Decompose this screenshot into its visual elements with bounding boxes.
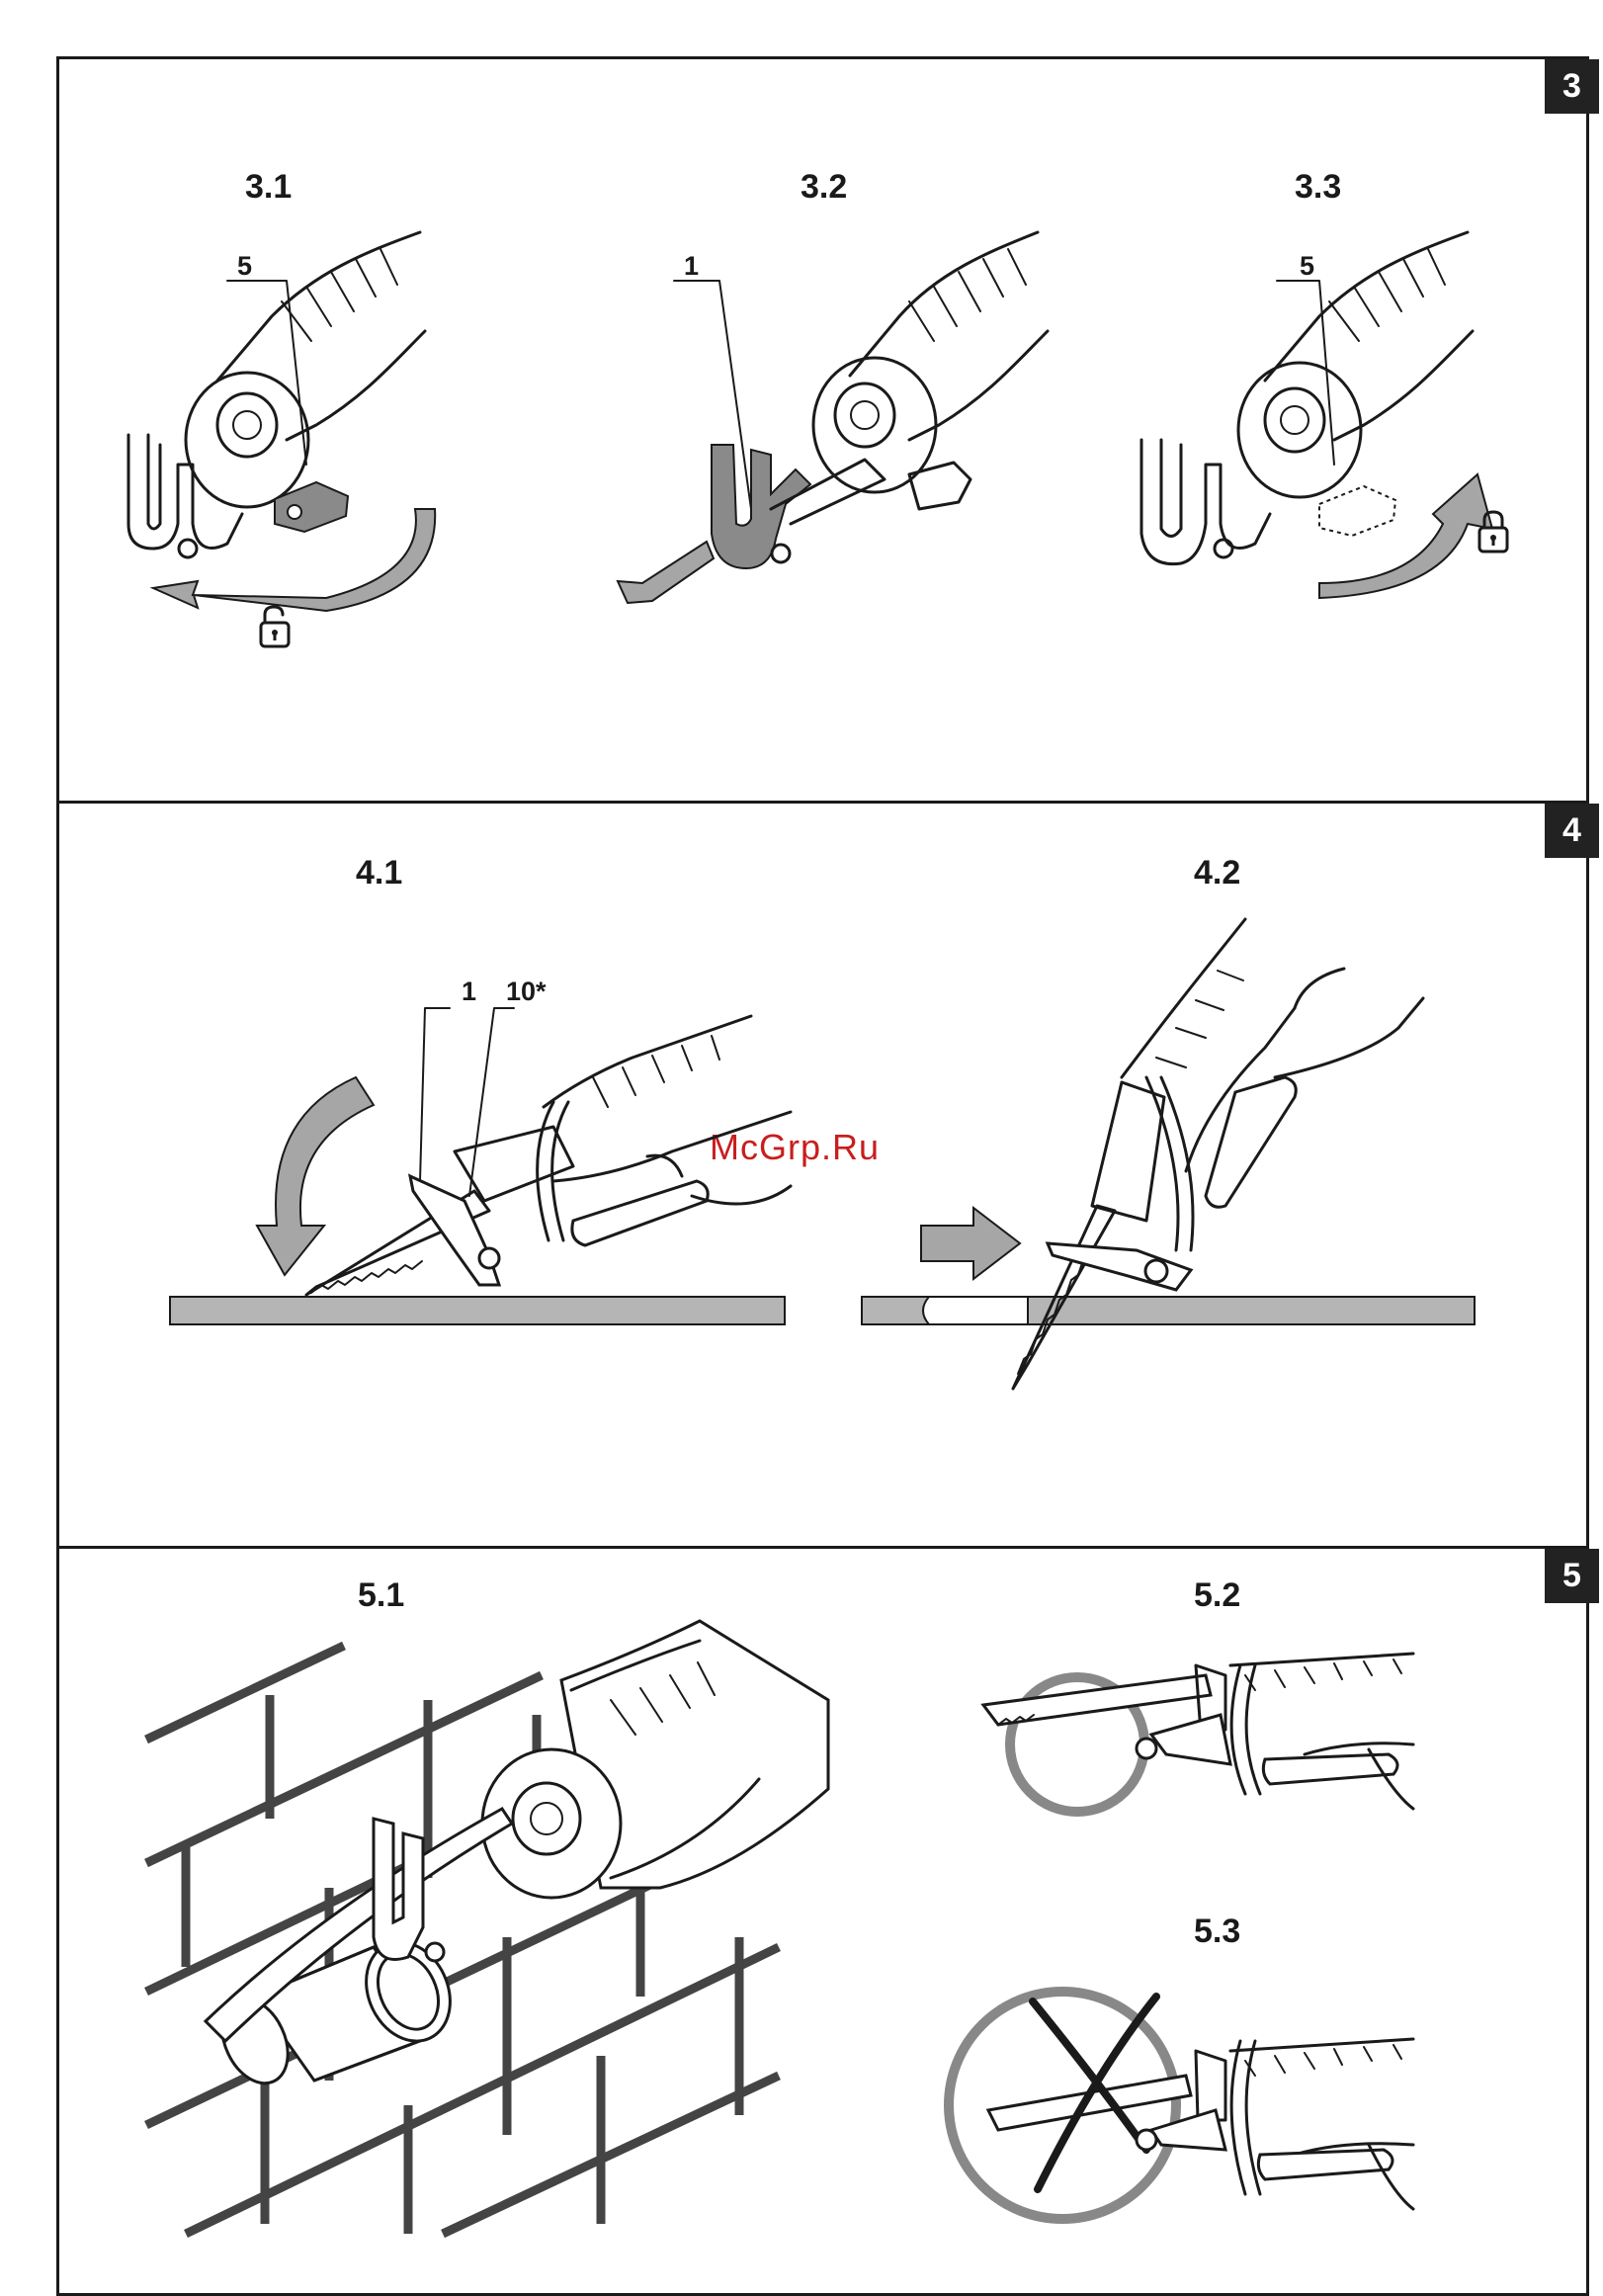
figure-label-5-3: 5.3	[1194, 1913, 1240, 1951]
figure-label-3-1: 3.1	[245, 168, 292, 207]
figure-5-3-illustration	[939, 1982, 1433, 2258]
figure-label-5-2: 5.2	[1194, 1576, 1240, 1615]
figure-5-1-illustration	[146, 1641, 828, 2253]
section-badge-5: 5	[1545, 1549, 1599, 1603]
figure-3-2-illustration	[613, 227, 1057, 623]
figure-3-3-illustration	[1127, 227, 1522, 623]
figure-3-1-illustration	[99, 227, 455, 662]
unlock-icon	[259, 605, 293, 650]
figure-label-3-2: 3.2	[801, 168, 847, 207]
figure-label-3-3: 3.3	[1295, 168, 1341, 207]
lock-icon	[1477, 510, 1511, 555]
figure-4-1-illustration	[158, 978, 810, 1334]
section-badge-4: 4	[1545, 804, 1599, 858]
section-divider-4-5	[56, 1546, 1589, 1549]
figure-4-2-illustration	[850, 909, 1482, 1384]
section-badge-3: 3	[1545, 59, 1599, 114]
figure-label-4-1: 4.1	[356, 854, 402, 893]
section-divider-3-4	[56, 801, 1589, 804]
figure-5-2-illustration	[978, 1646, 1428, 1853]
figure-label-5-1: 5.1	[358, 1576, 404, 1615]
figure-label-4-2: 4.2	[1194, 854, 1240, 893]
